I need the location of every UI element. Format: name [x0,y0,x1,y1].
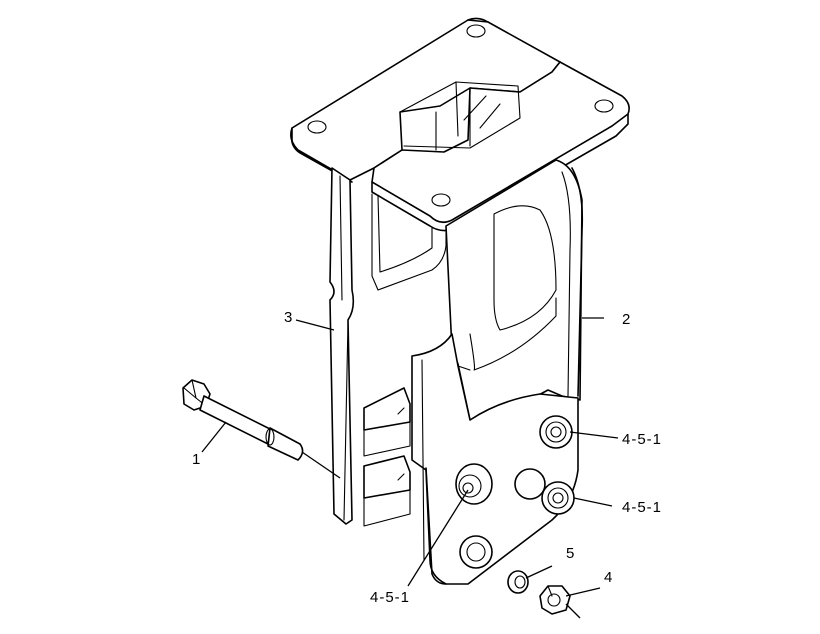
front-plate [411,333,579,585]
left-side-plate [329,167,447,525]
top-plate [290,17,630,232]
washer [507,570,529,594]
label-callout-upper: 4-5-1 [622,431,662,448]
leader-lines [201,317,619,619]
bolt [182,379,304,461]
label-part-1: 1 [192,451,201,468]
main-body [445,159,584,421]
label-part-5: 5 [566,545,575,562]
label-part-3: 3 [284,309,293,326]
label-callout-lower: 4-5-1 [370,589,410,606]
label-callout-middle: 4-5-1 [622,499,662,516]
nut [539,585,571,615]
spacer-blocks [363,387,411,527]
label-part-4: 4 [604,569,613,586]
part-labels: 1 2 3 4 5 4-5-1 4-5-1 4-5-1 [192,309,662,606]
label-part-2: 2 [622,311,631,328]
